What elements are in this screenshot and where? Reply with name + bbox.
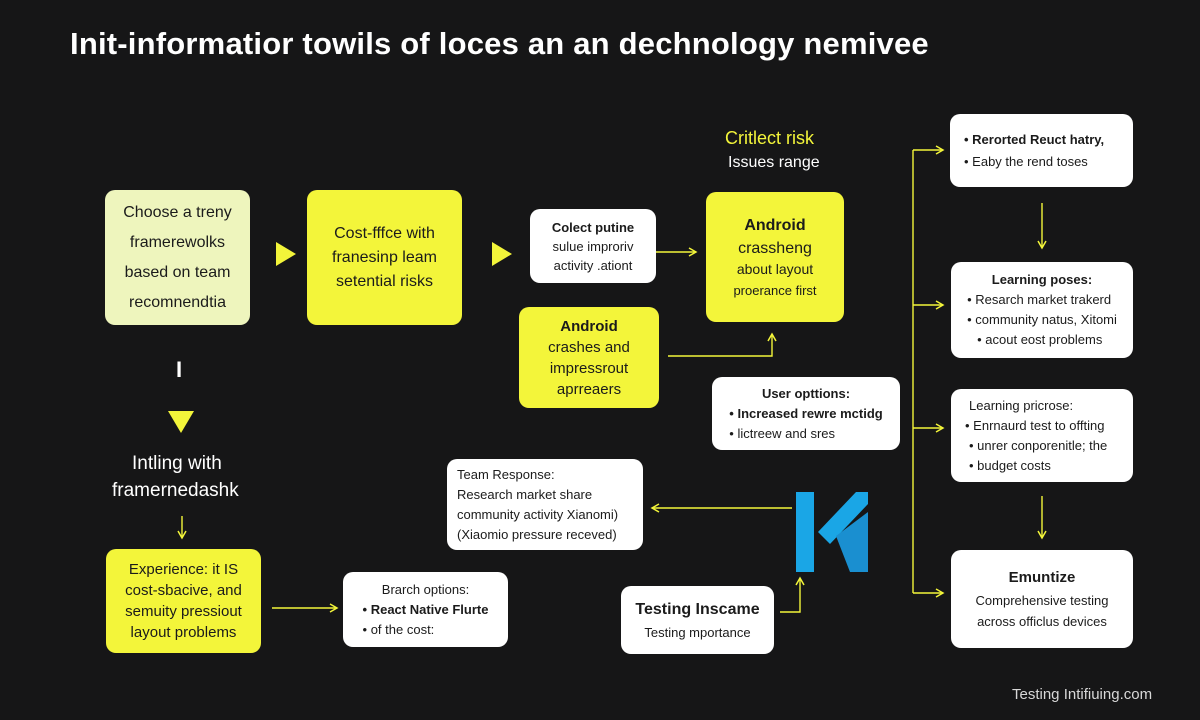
box-line: setential risks bbox=[336, 272, 433, 290]
box-line: Research market share bbox=[457, 486, 593, 502]
text-framernedashk: framernedashk bbox=[112, 480, 239, 501]
box-line: sulue improriv bbox=[552, 238, 634, 254]
triangle-arrow-down bbox=[168, 411, 194, 433]
box-android-crashing: Android crassheng about layout proerance… bbox=[706, 192, 844, 322]
box-line: framerewolks bbox=[129, 233, 226, 251]
box-heading: Brarch options: bbox=[381, 581, 470, 597]
box-learning-poses: Learning poses: Resarch market trakerd c… bbox=[951, 262, 1133, 358]
box-learning-pricrose: Learning pricrose: Enrnaurd test to offt… bbox=[951, 389, 1133, 482]
box-line: budget costs bbox=[965, 456, 1051, 476]
box-line: (Xiaomio pressure receved) bbox=[457, 526, 617, 542]
bullet-item: Enrnaurd test to offting bbox=[965, 416, 1104, 436]
box-line: about layout bbox=[736, 260, 814, 277]
text-inting-with: Intling with bbox=[132, 453, 222, 474]
box-branch-options: Brarch options: React Native Flurte of t… bbox=[343, 572, 508, 647]
box-testing: Testing Inscame Testing mportance bbox=[621, 586, 774, 654]
box-line: impressrout bbox=[549, 359, 629, 377]
box-heading: Colect putine bbox=[551, 219, 635, 235]
box-line: aprreaers bbox=[556, 380, 622, 398]
box-heading: Learning poses: bbox=[991, 272, 1093, 287]
bullet-item: Eaby the rend toses bbox=[964, 151, 1088, 173]
bullet-item: Increased rewre mctidg bbox=[729, 404, 882, 424]
footer-watermark: Testing Intifiuing.com bbox=[1012, 686, 1153, 703]
bullet-item: Rerorted Reuct hatry, bbox=[964, 129, 1104, 151]
box-cost-effective: Cost-fffce with franesinp leam setential… bbox=[307, 190, 462, 325]
box-heading: Android bbox=[560, 317, 618, 335]
box-reported: Rerorted Reuct hatry, Eaby the rend tose… bbox=[950, 114, 1133, 187]
box-line: acout eost problems bbox=[967, 330, 1102, 350]
bullet-item: community natus, Xitomi bbox=[967, 310, 1117, 330]
box-line: Experience: it IS bbox=[128, 561, 239, 578]
box-heading: Team Response: bbox=[457, 466, 555, 482]
box-heading: Emuntize bbox=[1008, 569, 1076, 586]
box-experience: Experience: it IS cost-sbacive, and semu… bbox=[106, 549, 261, 653]
box-line: crashes and bbox=[548, 338, 630, 356]
diagram-title: Init-informatior towils of loces an an d… bbox=[70, 26, 929, 61]
bar-glyph: I bbox=[176, 357, 183, 382]
arrow-android2-to-android1 bbox=[668, 332, 777, 357]
box-line: semuity pressiout bbox=[125, 603, 242, 620]
box-line: community activity Xianomi) bbox=[457, 506, 619, 522]
triangle-arrow-right-1 bbox=[276, 242, 296, 266]
note-issues-range: Issues range bbox=[728, 154, 820, 171]
box-line: proerance first bbox=[733, 282, 817, 298]
box-line: Choose a treny bbox=[123, 203, 232, 221]
box-line: crassheng bbox=[738, 239, 812, 257]
box-team-response: Team Response: Research market share com… bbox=[447, 459, 643, 550]
bullet-item: lictreew and sres bbox=[729, 424, 835, 444]
bullet-item: React Native Flurte bbox=[363, 600, 489, 620]
box-line: based on team bbox=[124, 263, 231, 281]
box-choose-framework: Choose a treny framerewolks based on tea… bbox=[105, 190, 250, 325]
box-emuntize: Emuntize Comprehensive testing across of… bbox=[951, 550, 1133, 648]
box-line: franesinp leam bbox=[332, 248, 437, 266]
box-line: activity .ationt bbox=[553, 257, 633, 273]
box-user-options: User opttions: Increased rewre mctidg li… bbox=[712, 377, 900, 450]
bullet-item: of the cost: bbox=[363, 620, 435, 640]
arrow-testing-to-logo bbox=[780, 576, 805, 613]
box-heading: Testing Inscame bbox=[635, 601, 760, 618]
kotlin-style-logo-icon bbox=[796, 492, 868, 572]
box-line: layout problems bbox=[130, 624, 237, 641]
box-collect: Colect putine sulue improriv activity .a… bbox=[530, 209, 656, 283]
box-heading: User opttions: bbox=[761, 385, 851, 401]
bullet-item: Resarch market trakerd bbox=[967, 290, 1111, 310]
box-line: Testing mportance bbox=[644, 625, 751, 640]
triangle-arrow-right-2 bbox=[492, 242, 512, 266]
box-line: recomnendtia bbox=[129, 293, 226, 311]
box-heading: Android bbox=[744, 216, 806, 234]
box-line: across officlus devices bbox=[977, 614, 1107, 629]
box-line: cost-sbacive, and bbox=[125, 582, 242, 599]
box-heading: Learning pricrose: bbox=[969, 397, 1074, 413]
note-critical-risk: Critlect risk bbox=[725, 128, 814, 148]
box-line: unrer conporenitle; the bbox=[965, 436, 1107, 456]
box-android-crashes: Android crashes and impressrout aprreaer… bbox=[519, 307, 659, 408]
box-line: Comprehensive testing bbox=[975, 593, 1109, 608]
box-line: Cost-fffce with bbox=[334, 224, 435, 242]
